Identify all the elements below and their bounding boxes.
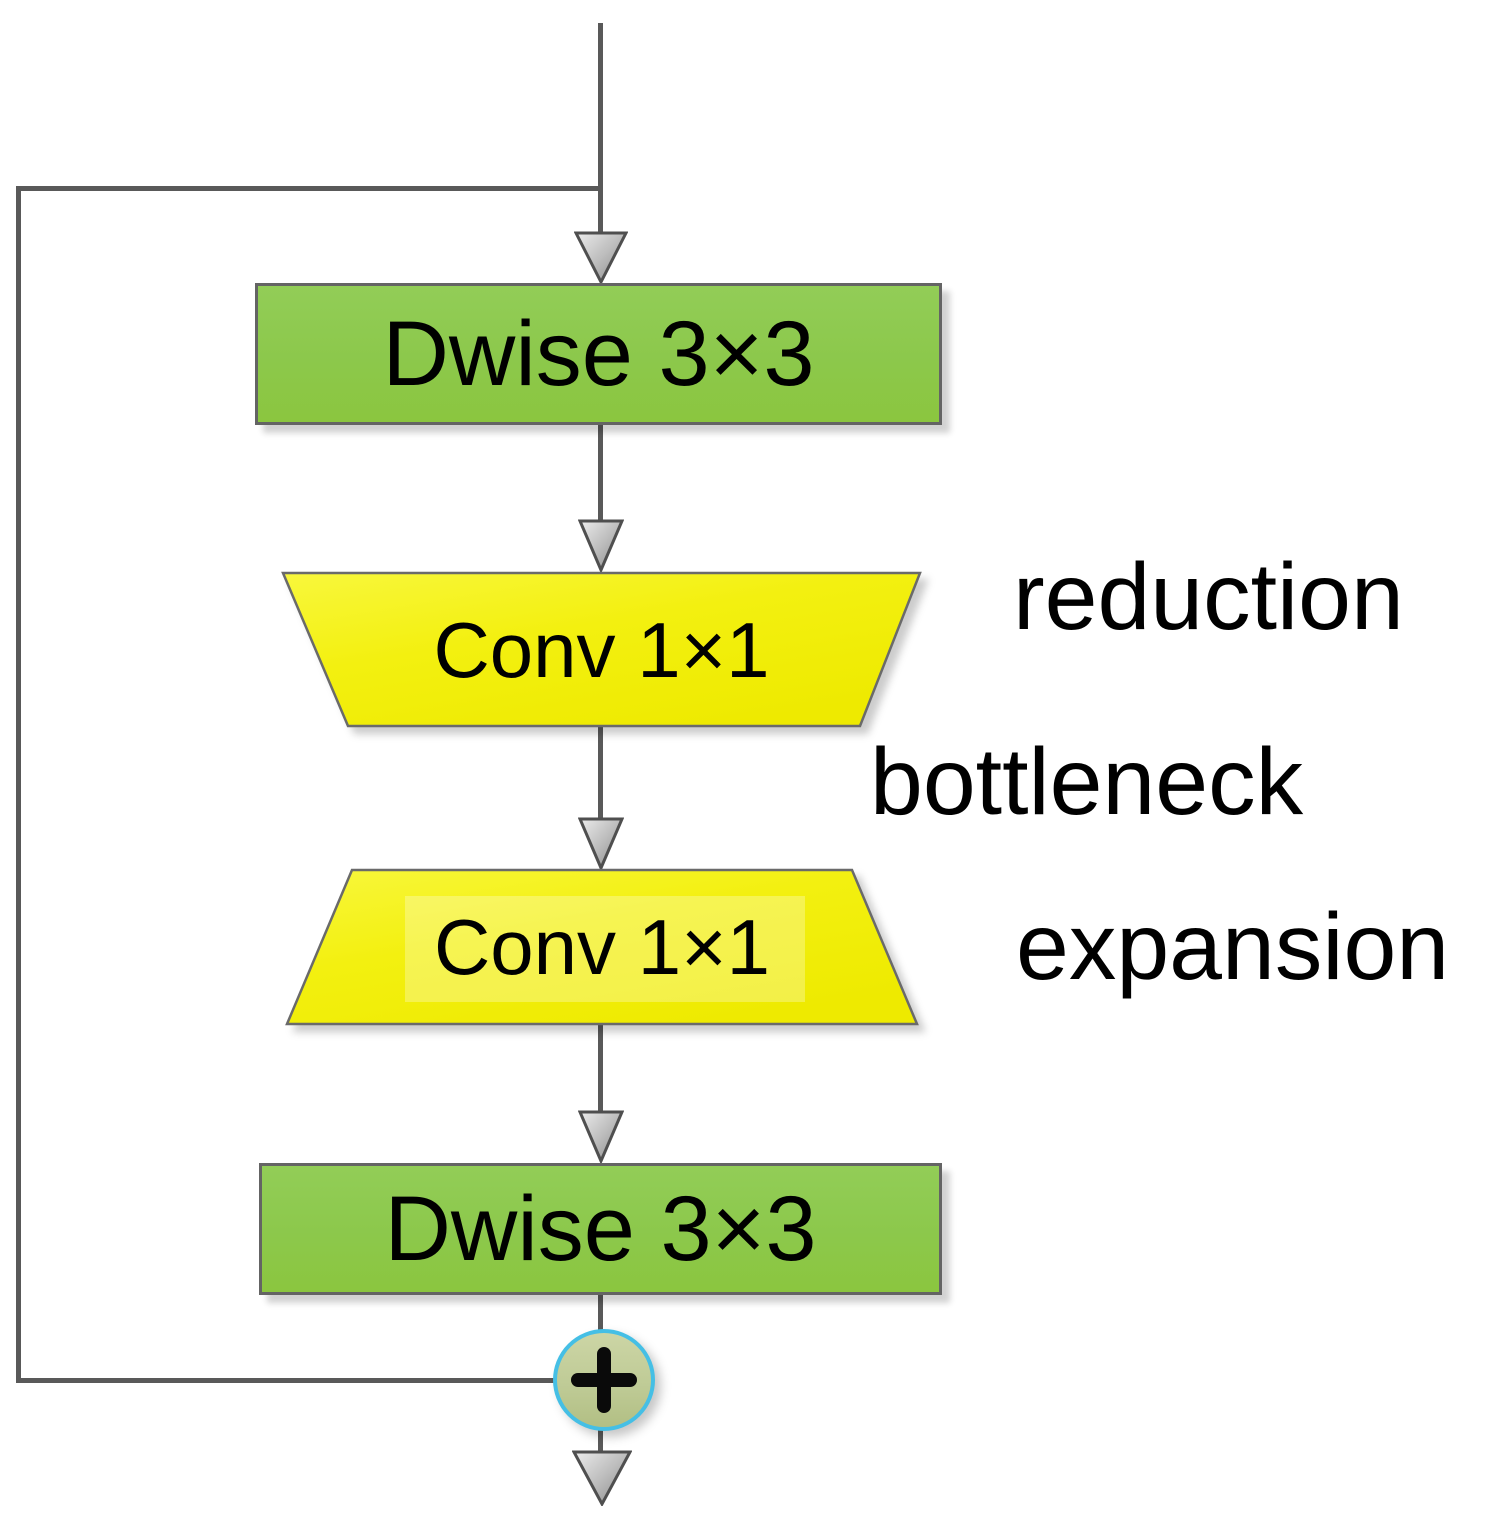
annotation-expansion: expansion	[1016, 894, 1450, 1000]
skip-connection-top-line	[16, 186, 601, 191]
trapezoid-widening-shape	[285, 868, 919, 1026]
arrowhead-down-icon	[574, 231, 628, 284]
arrowhead-down-icon	[578, 817, 624, 870]
block-dwise-bottom: Dwise 3×3	[259, 1163, 942, 1295]
edge-dwise-to-add	[598, 1293, 603, 1333]
block-conv-reduction: Conv 1×1	[281, 571, 922, 728]
annotation-bottleneck: bottleneck	[870, 729, 1304, 835]
block-conv-reduction-label: Conv 1×1	[433, 605, 770, 694]
trapezoid-narrowing-shape	[281, 571, 922, 728]
label-highlight-box	[405, 896, 805, 1002]
arrowhead-down-icon	[578, 519, 624, 572]
edge-expansion-to-dwise	[598, 1022, 603, 1114]
edge-dwise-to-reduction	[598, 423, 603, 523]
block-dwise-bottom-label: Dwise 3×3	[384, 1178, 817, 1280]
arrowhead-down-icon	[578, 1110, 624, 1163]
add-operator-symbol: +	[557, 1333, 558, 1334]
block-conv-expansion: Conv 1×1	[285, 868, 919, 1026]
annotation-reduction: reduction	[1013, 544, 1404, 650]
skip-connection-left-line	[16, 186, 21, 1383]
block-dwise-top: Dwise 3×3	[255, 283, 942, 425]
plus-icon	[597, 1347, 611, 1413]
block-conv-expansion-label: Conv 1×1	[433, 903, 771, 991]
block-dwise-top-label: Dwise 3×3	[382, 303, 815, 405]
edge-reduction-to-expansion	[598, 724, 603, 822]
output-arrowhead-down-icon	[572, 1450, 632, 1506]
input-edge-line	[598, 23, 603, 233]
add-operator-circle: +	[553, 1329, 655, 1431]
skip-connection-bottom-line	[16, 1378, 555, 1383]
edge-add-to-output	[598, 1429, 603, 1455]
